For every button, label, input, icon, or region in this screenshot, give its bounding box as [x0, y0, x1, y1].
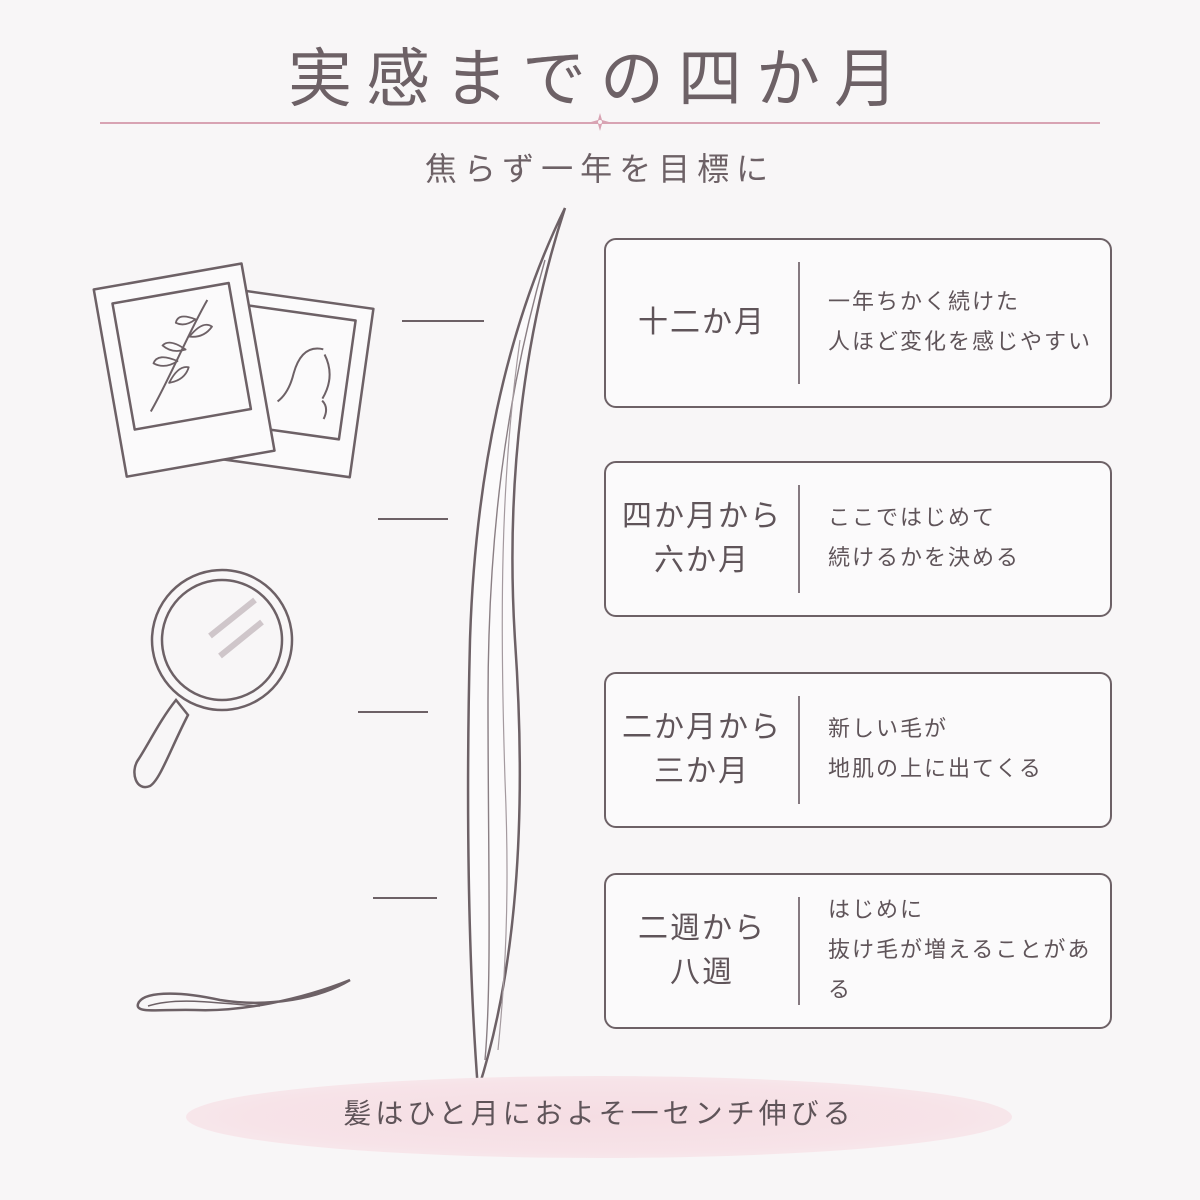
photo-cards-icon — [92, 262, 375, 479]
footer-note: 髪はひと月におよそ一センチ伸びる — [343, 1097, 855, 1130]
hand-mirror-icon — [133, 568, 294, 789]
stage-card-2-to-3-months: 二か月から 三か月 新しい毛が 地肌の上に出てくる — [604, 672, 1112, 828]
stage-period: 十二か月 — [638, 305, 766, 340]
footer-oval — [186, 1076, 1012, 1158]
stage-card-2-to-8-weeks: 二週から 八週 はじめに 抜け毛が増えることがある — [604, 873, 1112, 1029]
stage-card-12-months: 十二か月 一年ちかく続けた 人ほど変化を感じやすい — [604, 238, 1112, 408]
flower-ornament-icon — [591, 113, 609, 131]
timeline-tick — [373, 897, 437, 899]
growing-hair-icon — [466, 207, 567, 1091]
stage-description: 新しい毛が 地肌の上に出てくる — [828, 717, 1043, 782]
stage-divider — [798, 262, 800, 384]
hair-strand-icon — [136, 978, 351, 1012]
timeline-tick — [358, 711, 428, 713]
stage-description: ここではじめて 続けるかを決める — [828, 506, 1021, 571]
stage-period: 二週から 八週 — [638, 911, 766, 990]
page-title: 実感までの四か月 — [288, 43, 912, 117]
stage-description: 一年ちかく続けた 人ほど変化を感じやすい — [828, 290, 1093, 355]
stage-card-4-to-6-months: 四か月から 六か月 ここではじめて 続けるかを決める — [604, 461, 1112, 617]
stage-description: はじめに 抜け毛が増えることがある — [828, 898, 1092, 1003]
stage-period: 四か月から 六か月 — [622, 499, 782, 578]
subtitle: 焦らず一年を目標に — [424, 150, 776, 188]
stage-divider — [798, 897, 800, 1005]
timeline-tick — [378, 518, 448, 520]
timeline-tick — [402, 320, 484, 322]
stage-divider — [798, 485, 800, 593]
stage-period: 二か月から 三か月 — [622, 710, 782, 789]
stage-divider — [798, 696, 800, 804]
